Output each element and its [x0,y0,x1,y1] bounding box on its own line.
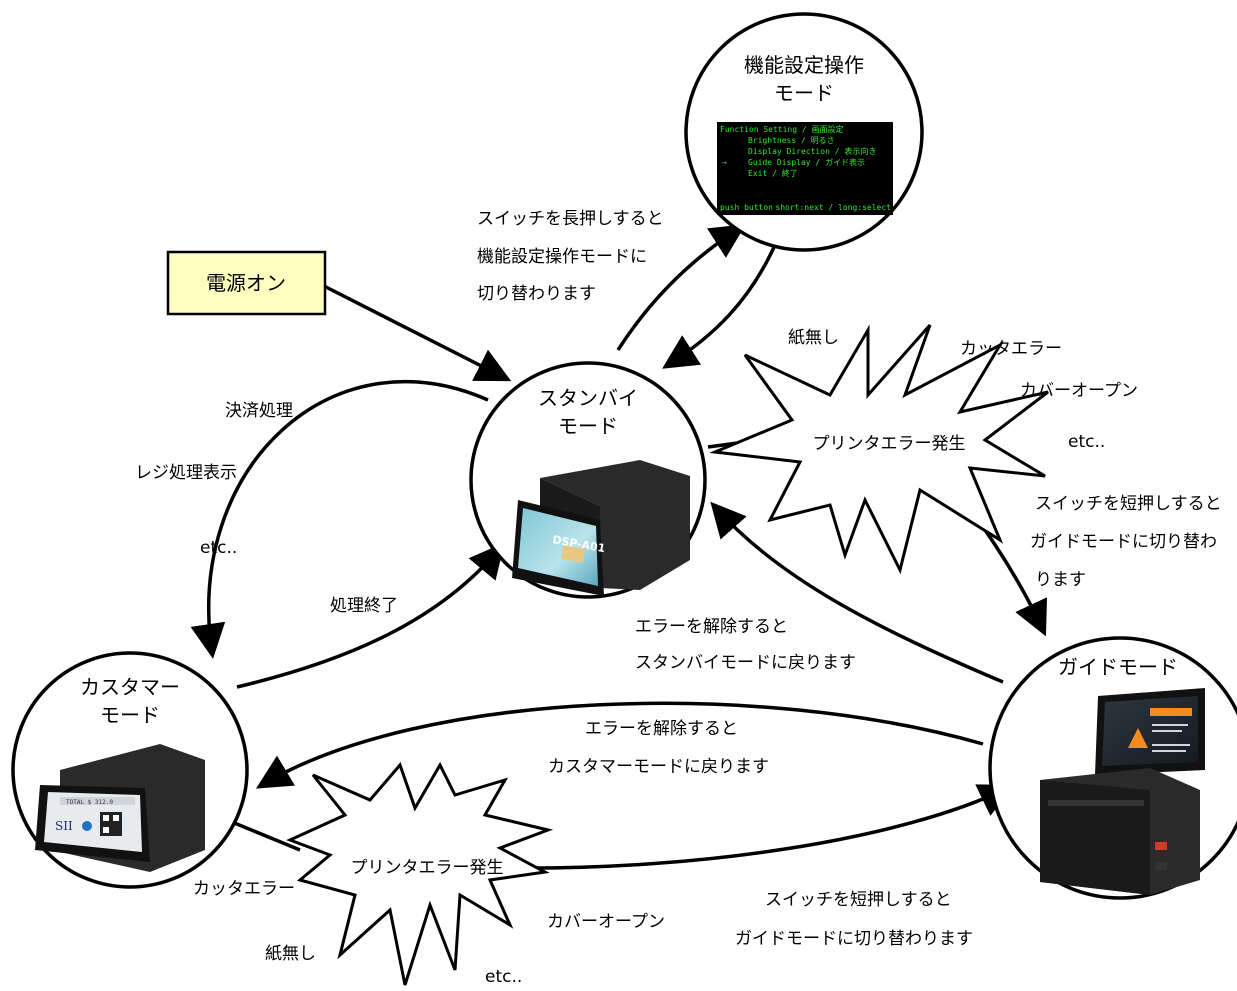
power-on-label: 電源オン [206,271,286,295]
arrow-guide-to-customer [255,701,984,789]
error-top-cause-cutter: カッタエラー [960,339,1062,359]
short-press-top-line-3: ります [1035,570,1086,590]
standby-to-customer-line-1: 決済処理 [225,401,293,421]
standby-title-1: スタンバイ [538,386,638,410]
short-press-top-line-1: スイッチを短押しすると [1035,494,1222,514]
error-bottom-cause-cutter: カッタエラー [193,879,295,899]
short-press-bottom-line-2: ガイドモードに切り替わります [735,929,973,949]
arrow-guide-to-standby [710,501,1004,684]
guide-title: ガイドモード [1058,655,1178,679]
function-menu-screen: Function Setting / 画面設定 Brightness / 明るさ… [717,122,893,215]
guide-to-standby-line-2: スタンバイモードに戻ります [635,653,856,673]
function-setting-node: 機能設定操作 モード Function Setting / 画面設定 Brigh… [684,12,924,252]
long-press-line-1: スイッチを長押しすると [477,209,664,229]
customer-title-1: カスタマー [80,675,180,699]
short-press-top-line-2: ガイドモードに切り替わ [1030,532,1217,552]
menu-cursor: → [722,158,727,167]
guide-printer-image [1040,688,1205,895]
error-burst-bottom-shape [286,761,554,986]
error-burst-bottom-center: プリンタエラー発生 [351,858,504,878]
error-burst-bottom: プリンタエラー発生 カッタエラー 紙無し カバーオープン etc.. [193,761,665,987]
arrow-standby-to-customer [190,379,489,659]
arrow-customer-to-standby [236,542,505,689]
standby-node: スタンバイ モード DSP-A01 [469,361,707,599]
customer-screen-total: TOTAL $ 312.0 [66,799,113,806]
customer-printer-image: TOTAL $ 312.0 SII [35,744,205,872]
error-burst-top-shape [709,324,1049,575]
arrow-error-to-guide-bottom [509,784,1015,870]
arrow-function-setting-to-standby [662,244,777,369]
function-setting-title-2: モード [774,81,834,105]
power-on-node: 電源オン [166,250,327,316]
error-top-cause-etc: etc.. [1068,432,1105,452]
customer-to-standby-label: 処理終了 [330,596,398,616]
menu-footer-right: short:next / long:select [775,203,891,212]
customer-title-2: モード [100,703,160,727]
arrow-customer-to-error [231,820,301,852]
guide-to-standby-line-1: エラーを解除すると [635,617,788,637]
error-top-cause-paper: 紙無し [788,328,839,348]
standby-to-customer-line-2: レジ処理表示 [135,463,237,483]
error-bottom-cause-etc: etc.. [485,967,522,987]
long-press-line-3: 切り替わります [477,284,596,304]
guide-node: ガイドモード [988,636,1237,900]
menu-item-brightness: Brightness / 明るさ [748,136,835,145]
menu-item-direction: Display Direction / 表示向き [748,146,876,156]
error-bottom-cause-paper: 紙無し [265,944,316,964]
edge-labels: スイッチを長押しすると 機能設定操作モードに 切り替わります 決済処理 レジ処理… [135,209,1222,949]
customer-screen-brand: SII [55,819,73,833]
short-press-bottom-line-1: スイッチを短押しすると [765,890,952,910]
guide-to-customer-line-2: カスタマーモードに戻ります [548,757,769,777]
guide-to-customer-line-1: エラーを解除すると [585,719,738,739]
standby-to-customer-line-3: etc.. [200,538,237,558]
arrow-standby-to-function-setting [616,224,746,351]
menu-item-guide: Guide Display / ガイド表示 [748,157,865,167]
customer-node: カスタマー モード TOTAL $ 312.0 SII [11,651,249,889]
standby-printer-image: DSP-A01 [512,460,690,596]
long-press-line-2: 機能設定操作モードに [477,247,647,267]
arrows [190,224,1048,870]
error-burst-top: プリンタエラー発生 紙無し カッタエラー カバーオープン etc.. [709,324,1138,575]
menu-item-exit: Exit / 終了 [748,168,798,178]
error-top-cause-cover: カバーオープン [1020,381,1138,401]
function-setting-title-1: 機能設定操作 [744,53,864,77]
arrow-power-on-to-standby [317,281,512,382]
error-burst-top-center: プリンタエラー発生 [813,434,966,454]
menu-title: Function Setting / 画面設定 [720,124,844,134]
menu-footer-left: push button [720,203,773,212]
standby-title-2: モード [558,414,618,438]
error-bottom-cause-cover: カバーオープン [547,912,665,932]
